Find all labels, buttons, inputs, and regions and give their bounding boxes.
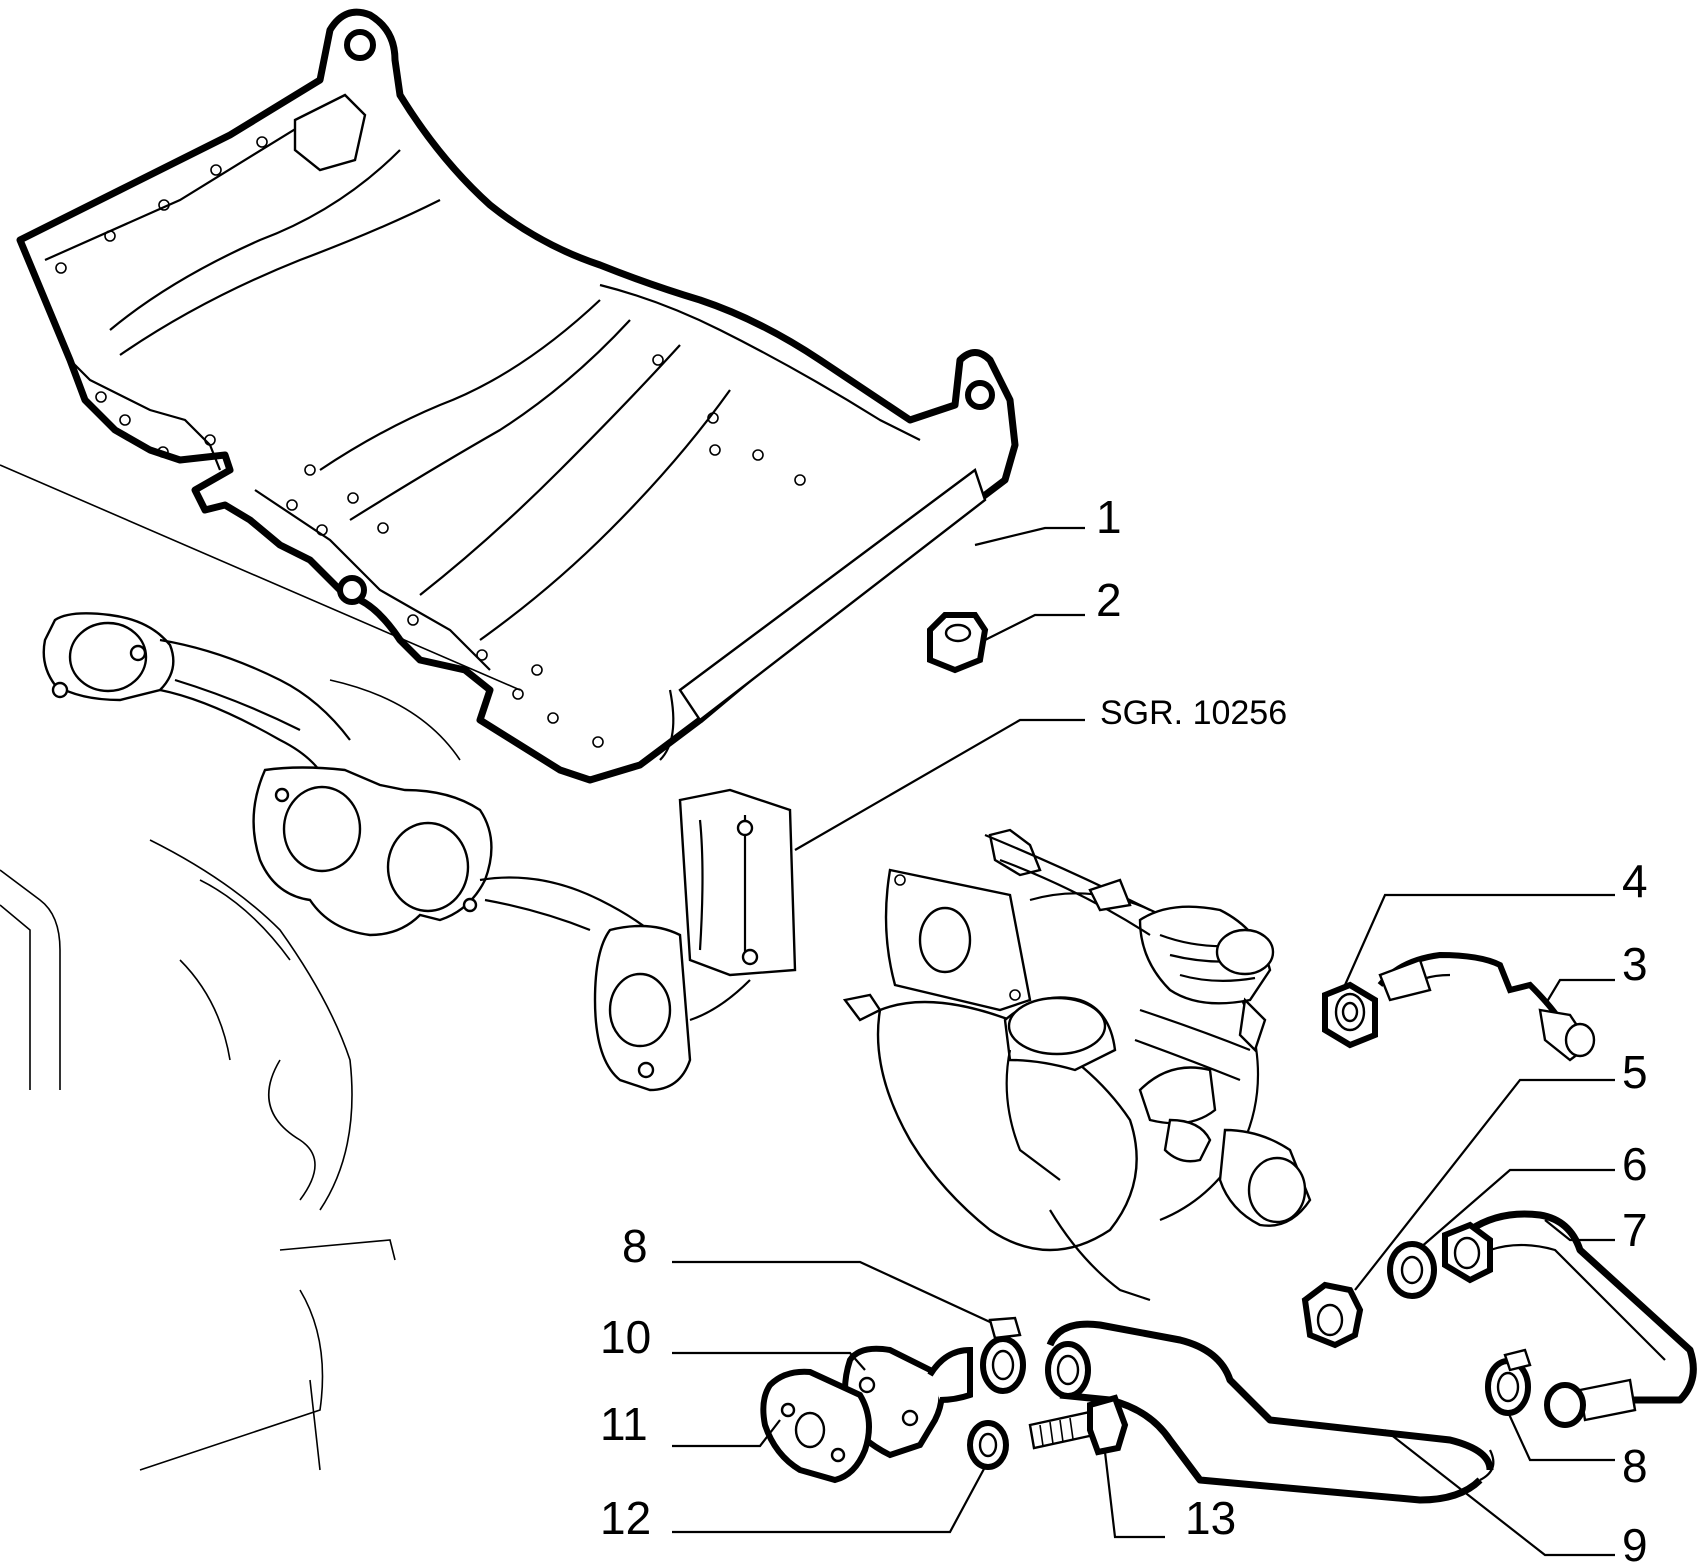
callout-11: 11: [600, 1398, 648, 1450]
clamp-part-8-right: [1485, 1348, 1532, 1416]
leader-lines: [672, 526, 1615, 1557]
gasket-part-11: [760, 1368, 872, 1484]
washer-part-6: [1387, 1241, 1437, 1299]
callout-8-left: 8: [622, 1220, 648, 1272]
callout-6: 6: [1622, 1138, 1648, 1190]
nut-part-2: [927, 612, 989, 674]
washer-part-12: [967, 1420, 1009, 1470]
heat-shield: [16, 8, 1019, 784]
exhaust-manifold: [42, 612, 797, 1092]
callout-10: 10: [600, 1311, 651, 1363]
callout-sgr-ref: SGR. 10256: [1100, 694, 1287, 732]
clamp-part-8-left: [980, 1316, 1026, 1394]
callout-1: 1: [1096, 491, 1122, 543]
callout-8-right: 8: [1622, 1440, 1648, 1492]
nut-part-4: [1322, 981, 1378, 1049]
callout-5: 5: [1622, 1046, 1648, 1098]
turbocharger: [842, 828, 1312, 1302]
callout-12: 12: [600, 1492, 651, 1544]
callout-2: 2: [1096, 574, 1122, 626]
oil-feed-pipe-part-3: [1377, 951, 1596, 1062]
shield-rivet-holes: [55, 136, 806, 748]
callout-7: 7: [1622, 1204, 1648, 1256]
engine-block-outline: [0, 464, 521, 1471]
oil-pipe-part-7: [1442, 1210, 1697, 1428]
callout-labels: 1 2 SGR. 10256 4 3 5 6 7 8 9 8 10 11 12 …: [600, 491, 1648, 1565]
callout-9: 9: [1622, 1519, 1648, 1565]
union-part-5: [1301, 1281, 1364, 1349]
callout-4: 4: [1622, 855, 1648, 907]
callout-13: 13: [1185, 1492, 1236, 1544]
bolt-part-13: [1028, 1394, 1129, 1456]
callout-3: 3: [1622, 938, 1648, 990]
